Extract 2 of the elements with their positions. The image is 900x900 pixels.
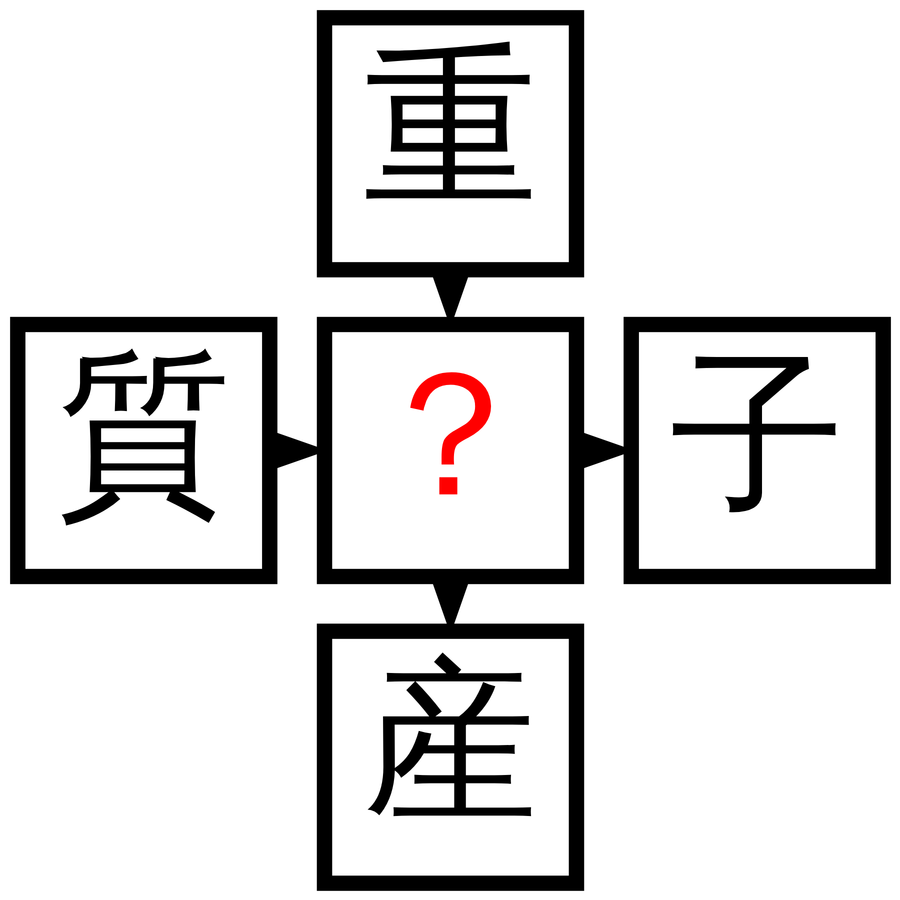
- node-box: 子: [623, 316, 890, 584]
- node-box: 産: [316, 623, 584, 890]
